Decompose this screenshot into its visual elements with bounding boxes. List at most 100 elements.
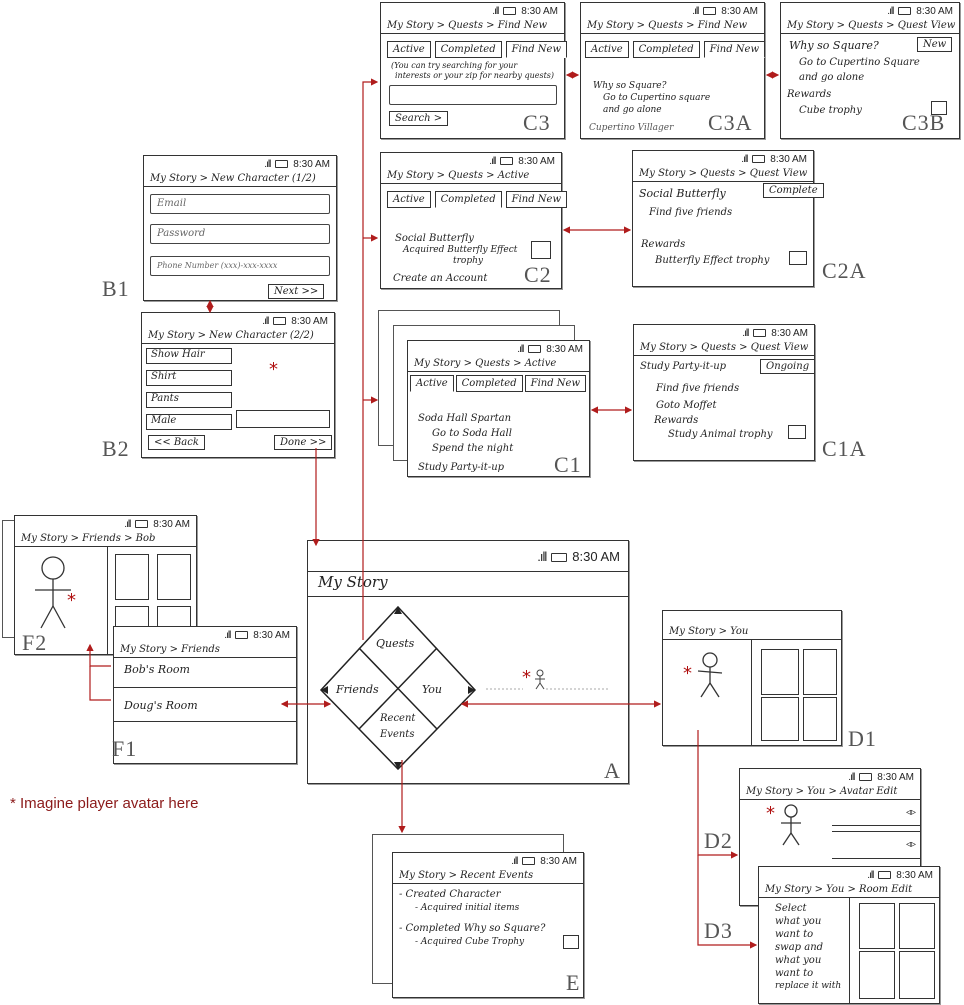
quest-title[interactable]: Why so Square? [593,81,667,91]
label-d1: D1 [848,726,877,751]
label-d3: D3 [704,918,733,943]
stick-figure-icon [535,669,545,690]
menu-recent-events[interactable]: Recent [380,713,416,724]
phone-field[interactable]: Phone Number (xxx)-xxx-xxxx [150,256,330,276]
rewards-heading: Rewards [787,89,832,100]
label-b2: B2 [102,436,130,461]
email-field[interactable]: Email [150,194,330,214]
menu-you[interactable]: You [422,683,443,696]
arrow-left-right-icon[interactable]: ◃▹ [905,807,916,818]
breadcrumb: My Story > Quests > Active [408,357,589,372]
tab-find-new[interactable]: Find New [505,41,568,58]
search-hint: (You can try searching for your [391,61,518,70]
room-slot[interactable] [899,903,935,949]
flag-icon[interactable] [157,554,191,600]
trophy-icon [788,425,806,439]
next-button[interactable]: Next >> [268,284,325,299]
friend-room-doug[interactable]: Doug's Room [124,699,198,712]
password-field[interactable]: Password [150,224,330,244]
quest-item: Go to Cupertino Square [799,57,920,68]
arrow-left-right-icon[interactable]: ◃▹ [905,839,916,850]
option-row-gender[interactable]: Male [146,414,232,430]
quest-item: Find five friends [656,383,740,394]
name-input[interactable] [236,410,330,428]
part-selector-row[interactable] [832,831,920,859]
stick-figure-icon [35,556,71,629]
label-c2: C2 [524,262,552,287]
menu-friends[interactable]: Friends [336,683,379,696]
label-f1: F1 [112,736,138,761]
tab-completed[interactable]: Completed [455,375,523,392]
label-c2a: C2A [822,258,867,283]
tab-active[interactable]: Active [585,41,629,58]
breadcrumb: My Story > Quests > Quest View [781,19,959,34]
breadcrumb: My Story > Quests > Quest View [634,341,814,356]
part-selector-row[interactable] [832,799,920,826]
stick-figure-icon [781,804,801,846]
search-button[interactable]: Search > [389,111,449,126]
instruction-text: swap and [775,942,824,953]
room-slot[interactable] [899,951,935,999]
instruction-text: want to [775,929,814,940]
quest-status-badge: Complete [763,183,824,198]
room-slot[interactable] [761,649,799,695]
trophy-icon [789,251,807,265]
ice-cream-icon[interactable] [115,554,149,600]
tab-active[interactable]: Active [387,41,431,58]
breadcrumb: My Story > New Character (1/2) [144,172,336,187]
tab-completed[interactable]: Completed [434,191,502,208]
room-slot[interactable] [803,649,837,695]
label-c3: C3 [523,110,551,135]
done-button[interactable]: Done >> [274,435,333,450]
tab-completed[interactable]: Completed [434,41,502,58]
back-button[interactable]: << Back [148,435,205,450]
quest-status-badge: New [917,37,953,52]
quest-title: Social Butterfly [639,187,726,200]
event-detail: - Acquired Cube Trophy [415,937,525,947]
tab-completed[interactable]: Completed [632,41,700,58]
room-slot[interactable] [803,697,837,741]
quest-title[interactable]: Study Party-it-up [418,462,505,473]
quest-title[interactable]: Create an Account [393,273,488,284]
room-slot[interactable] [859,903,895,949]
menu-recent-events-2[interactable]: Events [380,729,415,740]
tab-find-new[interactable]: Find New [703,41,766,58]
avatar-placeholder: * [269,359,278,380]
option-row-hair[interactable]: Show Hair [146,348,232,364]
label-c1: C1 [554,452,582,477]
breadcrumb: My Story > Friends [114,643,296,658]
tab-active[interactable]: Active [410,375,454,392]
room-slot[interactable] [761,697,799,741]
stick-figure-icon [697,652,723,698]
option-row-pants[interactable]: Pants [146,392,232,408]
quest-item: and go alone [799,72,865,83]
search-input[interactable] [389,85,557,105]
tab-find-new[interactable]: Find New [505,191,568,208]
room-slot[interactable] [859,951,895,999]
breadcrumb: My Story > Recent Events [393,869,583,884]
quest-title[interactable]: Social Butterfly [395,233,474,244]
label-b1: B1 [102,276,130,301]
tab-active[interactable]: Active [387,191,431,208]
label-f2: F2 [22,630,48,655]
quest-source: Cupertino Villager [589,123,674,133]
friend-room-bob[interactable]: Bob's Room [124,663,190,676]
menu-quests[interactable]: Quests [376,637,415,650]
quest-title[interactable]: Soda Hall Spartan [418,413,512,424]
option-row-shirt[interactable]: Shirt [146,370,232,386]
tab-find-new[interactable]: Find New [524,375,587,392]
breadcrumb: My Story > Friends > Bob [15,532,196,547]
